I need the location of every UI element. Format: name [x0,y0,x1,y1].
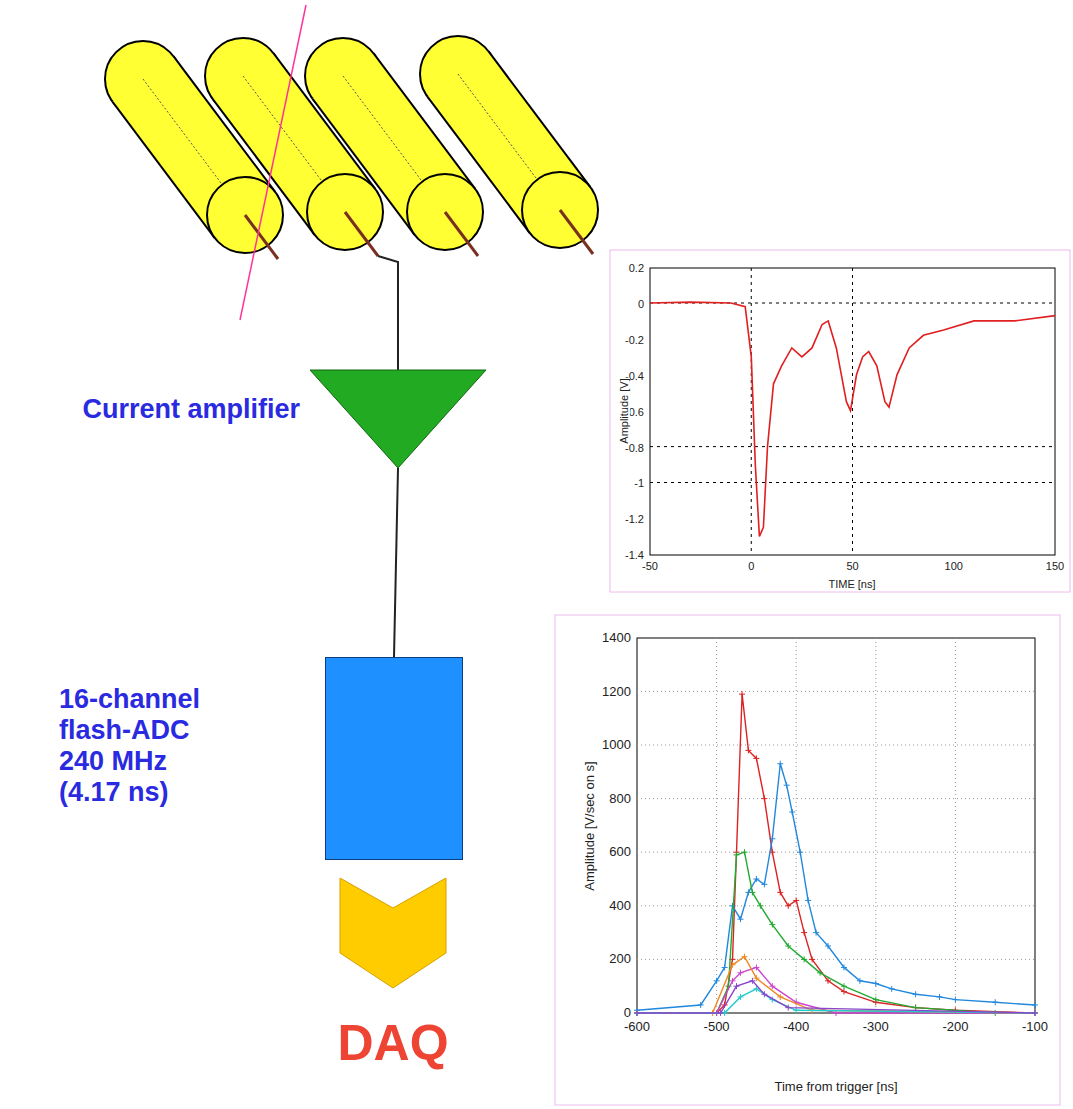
chevron-outline [340,878,446,988]
grid-lines [650,268,1055,555]
tick-label: 150 [1045,560,1065,572]
tick-label: -1 [633,477,645,489]
plot-frame [610,250,1070,592]
flash-adc-box: 16-channel flash-ADC 240 MHz (4.17 ns) [325,657,463,860]
plot-axes [637,638,1035,1013]
tick-label: 400 [608,899,632,913]
drift-tube [105,41,283,259]
tick-label: -400 [782,1020,810,1034]
daq-label: DAQ [337,1014,448,1072]
channel-waveforms [634,691,1038,1016]
tick-label: 1400 [601,631,632,645]
axis-title: Amplitude [V/sec on s] [583,760,597,891]
triangle-outline [310,370,486,468]
daq-chevron: DAQ [340,878,446,1078]
tick-label: -600 [623,1020,651,1034]
plot-frame [555,615,1060,1105]
grid-lines [637,638,1035,1013]
tick-label: 0 [747,560,755,572]
axis-title: TIME [ns] [827,578,876,590]
tick-label: -1.2 [624,513,645,525]
signal-wire [394,468,398,657]
tick-label: -50 [641,560,659,572]
axis-title: Amplitude [V] [618,377,630,444]
amplifier-triangle: Current amplifier [310,370,486,468]
tick-label: -100 [1021,1020,1049,1034]
tick-label: -300 [862,1020,890,1034]
tick-label: 600 [608,845,632,859]
particle-track [240,5,306,320]
tick-label: 0 [637,298,645,310]
drift-tubes [105,36,598,259]
signal-wire [378,256,398,370]
tick-label: 0 [623,1006,632,1020]
tick-label: 0.2 [628,262,645,274]
tick-label: 50 [845,560,859,572]
component-label: 16-channel flash-ADC 240 MHz (4.17 ns) [59,684,213,808]
tick-label: -200 [941,1020,969,1034]
tick-label: -500 [703,1020,731,1034]
plot-axes [650,268,1055,555]
tick-label: 200 [608,952,632,966]
tick-label: 1000 [601,738,632,752]
waveform [650,302,1055,536]
tick-label: 1200 [601,684,632,698]
tick-label: -0.2 [624,334,645,346]
axis-title: Time from trigger [ns] [773,1080,898,1094]
component-label: Current amplifier [82,394,300,425]
tick-label: 800 [608,792,632,806]
tick-label: 100 [944,560,964,572]
